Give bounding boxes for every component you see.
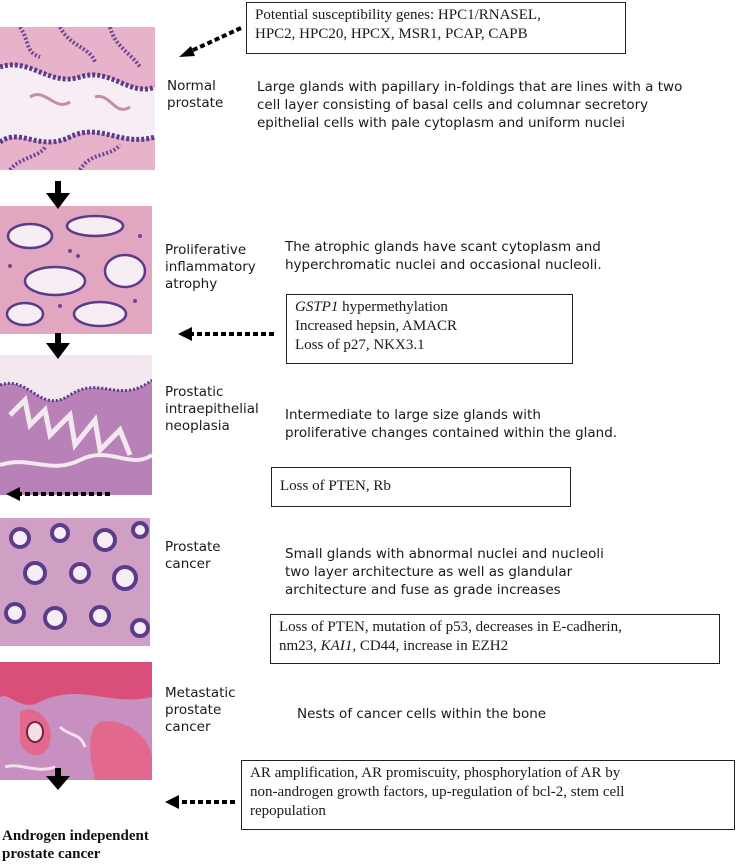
normal-prostate-micrograph	[0, 27, 155, 170]
description-atrophy: The atrophic glands have scant cytoplasm…	[285, 239, 602, 273]
dashed-arrow-androgen	[165, 795, 235, 809]
down-arrow-1	[46, 181, 70, 209]
prostate-cancer-micrograph	[0, 518, 150, 646]
pten-rb-box: Loss of PTEN, Rb	[271, 467, 571, 507]
final-stage-label: Androgen independent prostate cancer	[2, 828, 149, 862]
metastasis-genes-box: Loss of PTEN, mutation of p53, decreases…	[270, 614, 720, 664]
dashed-arrow-gstp1	[178, 327, 274, 341]
androgen-genes-box: AR amplification, AR promiscuity, phosph…	[241, 760, 735, 830]
pin-micrograph	[0, 355, 152, 495]
dashed-arrow-susceptibility	[179, 26, 242, 57]
down-arrow-2	[46, 333, 70, 359]
description-metastatic: Nests of cancer cells within the bone	[297, 706, 547, 722]
dashed-arrow-pten-rb	[6, 487, 110, 501]
atrophy-micrograph	[0, 206, 152, 334]
susceptibility-genes-box: Potential susceptibility genes: HPC1/RNA…	[246, 2, 626, 54]
description-cancer: Small glands with abnormal nuclei and nu…	[285, 546, 604, 598]
metastatic-micrograph	[0, 662, 152, 780]
gstp1-box: GSTP1 hypermethylation Increased hepsin,…	[286, 294, 573, 364]
description-normal: Large glands with papillary in-foldings …	[257, 79, 683, 131]
down-arrow-3	[46, 768, 70, 790]
